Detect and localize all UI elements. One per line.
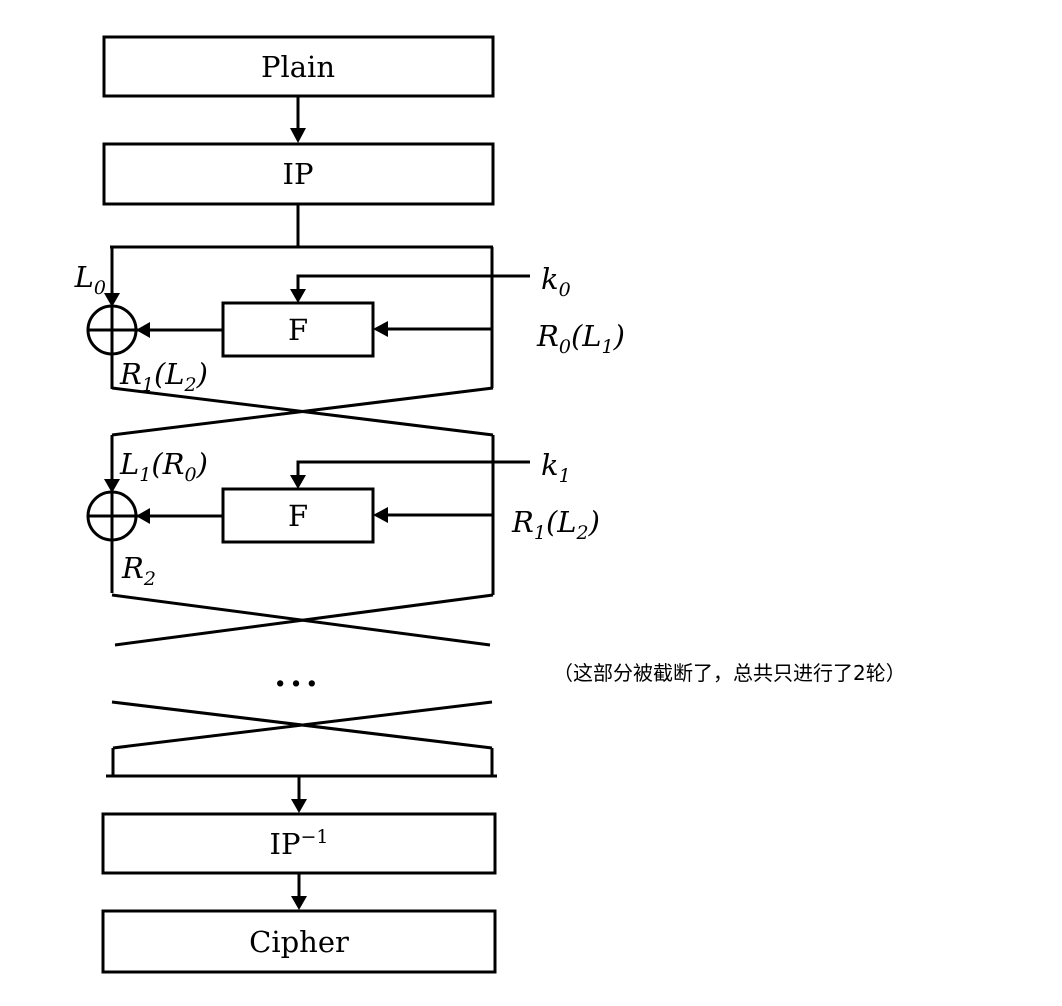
arrowhead-into-ip [290, 128, 306, 143]
ip-box [102, 142, 495, 206]
ip-box-label: IP [283, 157, 314, 191]
cipher-box-label: Cipher [249, 925, 349, 959]
label-r0-l1: R0(L1) [536, 319, 625, 358]
arrowhead-into-xor2-top [104, 479, 120, 493]
key0-line [296, 274, 530, 290]
arrowhead-into-xor1-top [104, 293, 120, 307]
f2-box [221, 487, 375, 544]
f1-box-label: F [288, 313, 308, 347]
plain-box [102, 35, 495, 98]
label-l0: L0 [74, 260, 106, 299]
label-r2: R2 [121, 551, 156, 590]
arrowhead-into-ip-inverse [291, 799, 307, 813]
ellipsis-label: ... [274, 655, 322, 695]
crossover3-line-b [112, 700, 493, 750]
arrowhead-into-xor2-right [136, 508, 150, 524]
truncation-note: （这部分被截断了，总共只进行了2轮） [553, 661, 906, 685]
label-k1: k1 [541, 448, 571, 487]
label-r1-l2-right: R1(L2) [511, 505, 600, 544]
arrowhead-key1-into-f2 [290, 475, 306, 489]
cipher-box [101, 909, 497, 974]
ip-inverse-box-label: IP−1 [270, 826, 329, 861]
f2-box-label: F [288, 499, 308, 533]
arrowhead-into-cipher [291, 896, 307, 910]
crossover2-line-b [114, 593, 494, 647]
label-l1-r0: L1(R0) [119, 447, 208, 486]
key1-line [296, 460, 530, 476]
label-r1-l2-below-xor1: R1(L2) [119, 357, 208, 396]
crossover1-line-b [111, 386, 494, 437]
arrowhead-key0-into-f1 [290, 289, 306, 303]
arrowhead-r0-into-f1 [373, 321, 388, 337]
arrowhead-into-xor1-right [136, 322, 150, 338]
label-k0: k0 [541, 262, 571, 301]
arrowhead-r1-into-f2 [373, 507, 388, 523]
plain-box-label: Plain [261, 50, 335, 84]
